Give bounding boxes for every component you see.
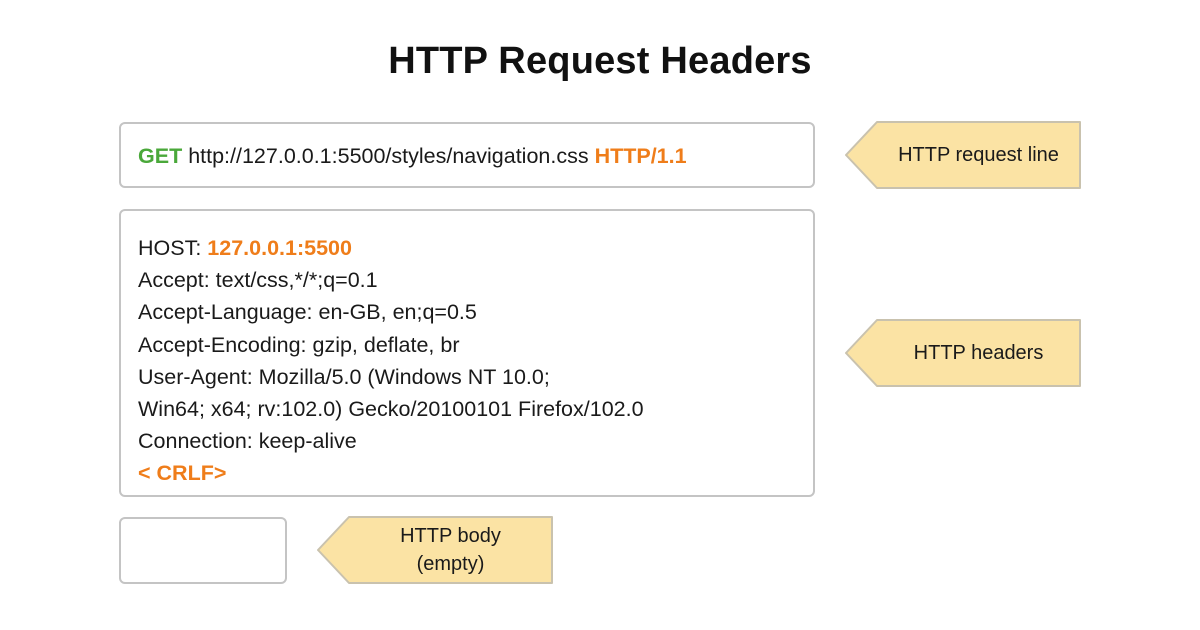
- callout-request-line: HTTP request line: [845, 121, 1082, 189]
- header-host: HOST: 127.0.0.1:5500: [138, 236, 352, 260]
- callout-headers: HTTP headers: [845, 319, 1082, 387]
- request-line-box: GET http://127.0.0.1:5500/styles/navigat…: [119, 122, 815, 188]
- header-line: Accept: text/css,*/*;q=0.1: [138, 268, 378, 293]
- header-line: Accept-Encoding: gzip, deflate, br: [138, 332, 460, 357]
- header-line: Accept-Language: en-GB, en;q=0.5: [138, 300, 477, 325]
- callout-arrow-shape: [317, 516, 553, 584]
- callout-label: HTTP request line: [898, 144, 1059, 166]
- request-url: http://127.0.0.1:5500/styles/navigation.…: [188, 144, 589, 168]
- headers-lines: HOST: 127.0.0.1:5500 Accept: text/css,*/…: [138, 232, 644, 490]
- crlf-terminator: < CRLF>: [138, 461, 227, 486]
- callout-body: HTTP body (empty): [317, 516, 554, 584]
- header-line: Win64; x64; rv:102.0) Gecko/20100101 Fir…: [138, 397, 644, 422]
- http-method: GET: [138, 144, 183, 168]
- header-line: Connection: keep-alive: [138, 429, 357, 454]
- header-line: User-Agent: Mozilla/5.0 (Windows NT 10.0…: [138, 364, 550, 389]
- request-line-text: GET http://127.0.0.1:5500/styles/navigat…: [138, 144, 687, 169]
- http-version: HTTP/1.1: [594, 144, 687, 168]
- host-value: 127.0.0.1:5500: [207, 236, 352, 260]
- headers-box: HOST: 127.0.0.1:5500 Accept: text/css,*/…: [119, 209, 815, 497]
- callout-label: HTTP body (empty): [400, 525, 501, 575]
- callout-label: HTTP headers: [913, 342, 1044, 364]
- body-box: [119, 517, 287, 584]
- callout-arrow-shape: [845, 319, 1081, 387]
- callout-arrow-shape: [845, 121, 1081, 189]
- diagram-title: HTTP Request Headers: [388, 40, 812, 82]
